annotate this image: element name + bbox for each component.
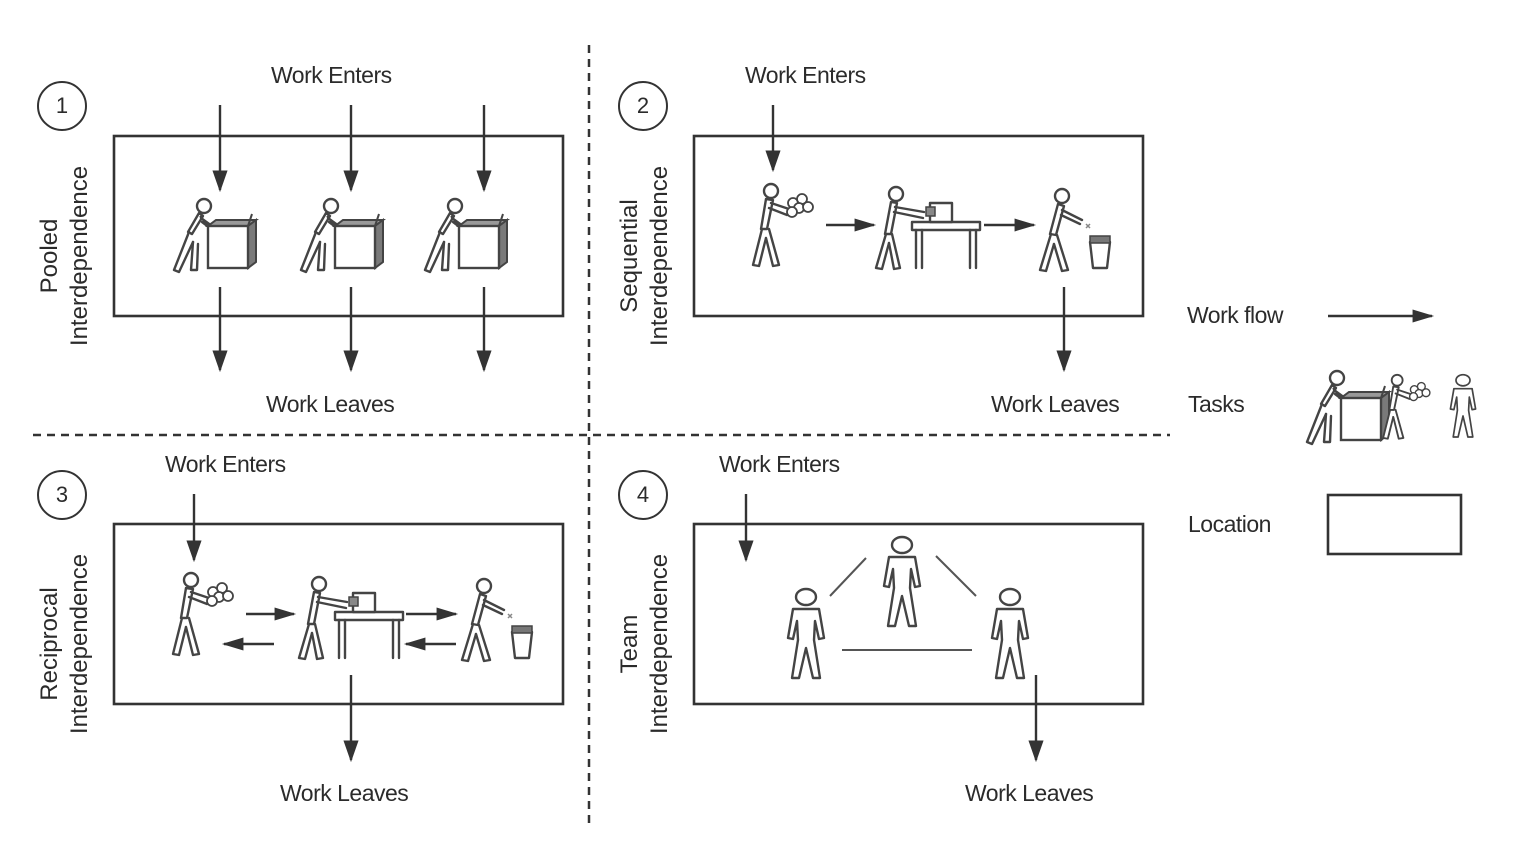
location-box	[692, 134, 1145, 318]
worker-at-bin-icon	[1038, 187, 1112, 273]
title-line: Pooled	[36, 218, 63, 294]
quadrant-title: Sequential Interdependence	[610, 126, 680, 386]
work-flow-arrows	[212, 105, 492, 373]
title-line: Reciprocal	[36, 587, 63, 701]
quadrant-number-badge: 3	[37, 470, 87, 520]
title-line: Interdependence	[66, 553, 93, 735]
work-leaves-label: Work Leaves	[280, 780, 409, 806]
work-enters-label: Work Enters	[271, 62, 392, 88]
worker-with-box-icon	[299, 197, 385, 274]
quadrant-2-sequential	[692, 105, 1145, 373]
location-box	[692, 522, 1145, 706]
worker-carrying-items-icon	[1382, 373, 1431, 440]
title-line: Interdependence	[646, 165, 673, 347]
quadrant-title: Pooled Interdependence	[30, 126, 100, 386]
work-flow-arrows	[765, 105, 1072, 373]
worker-with-box-icon	[423, 197, 509, 274]
worker-carrying-items-icon	[171, 571, 235, 657]
quadrant-title: Reciprocal Interdependence	[30, 514, 100, 774]
quadrant-3-reciprocal	[112, 494, 565, 763]
quadrant-4-team	[692, 494, 1145, 763]
work-leaves-label: Work Leaves	[965, 780, 1094, 806]
legend-tasks-label: Tasks	[1188, 391, 1245, 417]
work-leaves-label: Work Leaves	[266, 391, 395, 417]
quadrant-dividers	[33, 45, 1170, 828]
location-sample-box	[1326, 493, 1463, 556]
standing-person-icon	[990, 587, 1030, 680]
work-enters-label: Work Enters	[719, 451, 840, 477]
location-box	[112, 522, 565, 706]
quadrant-number-badge: 1	[37, 81, 87, 131]
work-enters-label: Work Enters	[745, 62, 866, 88]
legend	[1305, 309, 1477, 556]
quadrant-1-pooled	[112, 105, 565, 373]
worker-at-table-icon	[874, 185, 982, 271]
team-links	[829, 555, 977, 651]
quadrant-title: Team Interdependence	[610, 514, 680, 774]
quadrant-number-badge: 2	[618, 81, 668, 131]
work-flow-arrows	[738, 494, 1044, 763]
title-line: Sequential	[616, 199, 643, 313]
worker-at-table-icon	[297, 575, 405, 661]
worker-at-bin-icon	[460, 577, 534, 663]
legend-location-label: Location	[1188, 511, 1271, 537]
standing-person-icon	[1449, 373, 1477, 438]
standing-person-icon	[882, 535, 922, 628]
worker-with-box-icon	[172, 197, 258, 274]
legend-work-flow-label: Work flow	[1187, 302, 1284, 328]
work-flow-arrows	[186, 494, 459, 763]
location-box	[112, 134, 565, 318]
title-line: Interdependence	[646, 553, 673, 735]
title-line: Team	[616, 614, 643, 674]
worker-carrying-items-icon	[751, 182, 815, 268]
worker-with-box-icon	[1305, 369, 1391, 446]
work-enters-label: Work Enters	[165, 451, 286, 477]
standing-person-icon	[786, 587, 826, 680]
quadrant-number-badge: 4	[618, 470, 668, 520]
title-line: Interdependence	[66, 165, 93, 347]
work-leaves-label: Work Leaves	[991, 391, 1120, 417]
